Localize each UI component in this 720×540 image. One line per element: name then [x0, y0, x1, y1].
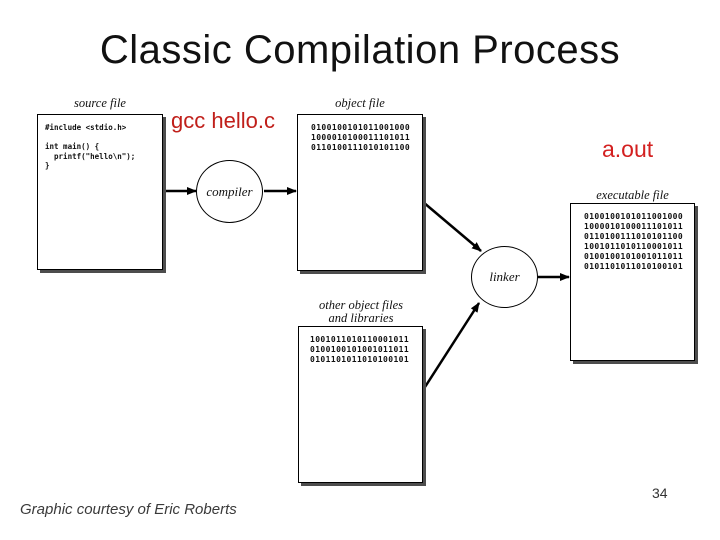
binary-line: 0110100111010101100: [584, 232, 684, 241]
code-line: int main() {: [45, 142, 100, 151]
executable-file-label: executable file: [596, 188, 669, 202]
other-objects-label: other object files and libraries: [286, 299, 436, 325]
object-binary: 0100100101011001000 1000010100011101011 …: [311, 123, 410, 153]
object-file-label: object file: [335, 96, 385, 110]
linker-node: linker: [471, 246, 538, 308]
binary-line: 0101101011010100101: [584, 262, 684, 271]
source-code: #include <stdio.h> int main() { printf("…: [45, 123, 135, 171]
binary-line: 0100100101011001000: [311, 123, 411, 132]
binary-line: 0101101011010100101: [310, 355, 410, 364]
other-objects-label-line2: and libraries: [328, 311, 394, 325]
binary-line: 1000010100011101011: [311, 133, 411, 142]
binary-line: 0110100111010101100: [311, 143, 411, 152]
binary-line: 0100100101001011011: [584, 252, 684, 261]
binary-line: 1001011010110001011: [584, 242, 684, 251]
code-line: #include <stdio.h>: [45, 123, 127, 132]
executable-file-box: 0100100101011001000 1000010100011101011 …: [570, 203, 695, 361]
code-line: [45, 133, 135, 143]
other-objects-label-line1: other object files: [318, 298, 403, 312]
source-file-label: source file: [74, 96, 126, 110]
aout-text: a.out: [602, 136, 654, 162]
executable-binary: 0100100101011001000 1000010100011101011 …: [584, 212, 683, 272]
source-file-box: #include <stdio.h> int main() { printf("…: [37, 114, 163, 270]
credit-text: Graphic courtesy of Eric Roberts: [20, 501, 237, 518]
compiler-node: compiler: [196, 160, 263, 223]
code-line: printf("hello\n");: [45, 151, 136, 161]
page-number: 34: [652, 485, 668, 501]
linker-label: linker: [489, 269, 520, 284]
code-line: }: [45, 161, 50, 170]
binary-line: 1001011010110001011: [310, 335, 410, 344]
arrow-others-to-linker: [423, 302, 481, 388]
binary-line: 1000010100011101011: [584, 222, 684, 231]
binary-line: 0100100101011001000: [584, 212, 684, 221]
other-objects-box: 1001011010110001011 0100100101001011011 …: [298, 326, 423, 483]
arrow-object-to-linker: [422, 201, 482, 252]
binary-line: 0100100101001011011: [310, 345, 410, 354]
compiler-label: compiler: [206, 183, 253, 199]
gcc-command-text: gcc hello.c: [171, 108, 275, 133]
object-file-box: 0100100101011001000 1000010100011101011 …: [297, 114, 423, 271]
page-title: Classic Compilation Process: [99, 28, 621, 72]
other-objects-binary: 1001011010110001011 0100100101001011011 …: [310, 335, 409, 365]
